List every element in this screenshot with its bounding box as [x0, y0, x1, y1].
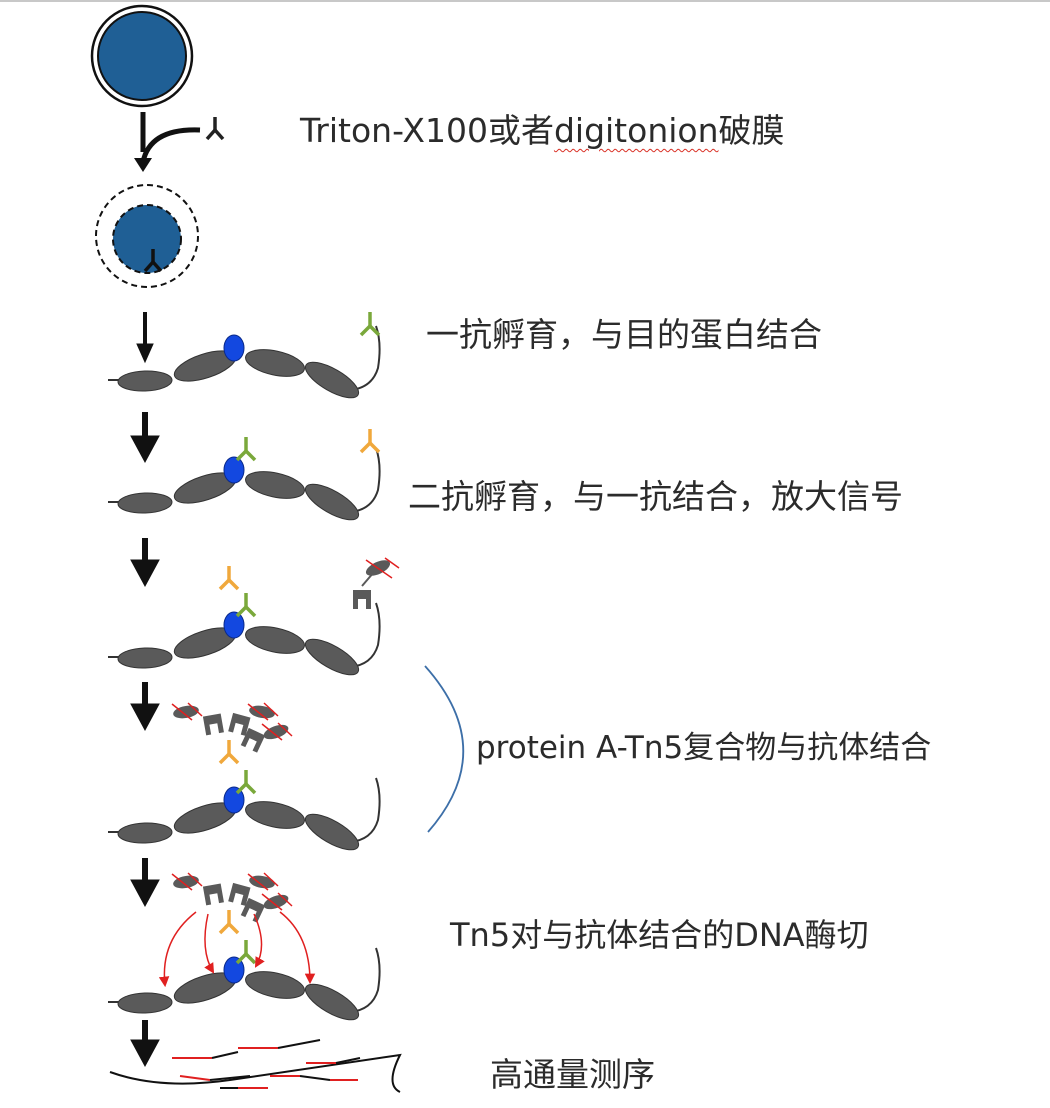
primary-antibody: [235, 938, 257, 965]
protein-a: [247, 702, 279, 721]
intact-cell: [90, 4, 194, 108]
permeabilized-cell: [95, 184, 199, 288]
nucleosome: [245, 626, 305, 654]
nucleosome: [304, 361, 360, 399]
bound-ptn5-complex: [171, 702, 293, 795]
bracket: [424, 665, 465, 833]
secondary-antibody: [218, 738, 240, 765]
protein-a: [247, 872, 279, 891]
target-protein: [223, 786, 245, 814]
free-ptn5-complex: [353, 557, 400, 609]
sequencing-fragments: [109, 1039, 402, 1093]
chromatin-fiber: [108, 602, 381, 676]
dashed-nucleus: [112, 204, 182, 274]
free-primary-antibody: [359, 310, 381, 337]
cleavage-arrows: [158, 911, 316, 988]
step-sequencing-label: 高通量测序: [490, 1055, 655, 1094]
protein-a: [171, 702, 203, 721]
antibody-icon: [205, 115, 225, 141]
step-secondary-antibody-label: 二抗孵育，与一抗结合，放大信号: [408, 477, 903, 516]
target-protein: [223, 334, 245, 362]
cell-nucleus: [97, 11, 187, 101]
chromatin-fiber: [108, 947, 381, 1021]
protein-a: [261, 892, 293, 911]
primary-antibody: [235, 768, 257, 795]
target-protein: [223, 956, 245, 984]
bound-primary-antibody: [235, 435, 257, 462]
tn5-protein: [202, 883, 224, 906]
nucleosome: [117, 822, 173, 844]
nucleosome: [245, 471, 305, 499]
nucleosome: [304, 483, 360, 521]
nucleosome: [245, 801, 305, 829]
target-protein: [223, 456, 245, 484]
nucleosome: [117, 492, 173, 514]
target-protein: [223, 611, 245, 639]
nucleosome: [304, 983, 360, 1021]
permeabilize-prefix: Triton-X100或者: [300, 111, 554, 150]
nucleosome: [304, 638, 360, 676]
down-arrows: [130, 312, 160, 1068]
bound-ptn5-complex-cleaving: [171, 872, 293, 965]
permeabilize-suffix: 破膜: [718, 111, 785, 150]
nucleosome: [245, 971, 305, 999]
nucleosome: [117, 992, 173, 1014]
free-secondary-antibody: [359, 427, 381, 454]
protein-a: [171, 872, 203, 891]
step-primary-antibody-label: 一抗孵育，与目的蛋白结合: [426, 315, 822, 354]
tn5-protein: [202, 713, 224, 736]
nucleosome: [304, 813, 360, 851]
chromatin-fiber: [108, 777, 381, 851]
nucleosome: [117, 370, 173, 392]
permeabilize-underlined: digitonion: [553, 111, 719, 150]
protein-a: [261, 722, 293, 741]
chromatin-fiber: [108, 447, 381, 521]
bound-primary-antibody-2: [235, 591, 257, 618]
chromatin-fiber: [108, 325, 381, 399]
top-border: [0, 0, 1050, 2]
bound-secondary-antibody: [218, 564, 240, 591]
secondary-antibody: [218, 908, 240, 935]
nucleosome: [245, 349, 305, 377]
nucleosome: [117, 647, 173, 669]
step-ptn5-binding-label: protein A-Tn5复合物与抗体结合: [476, 730, 932, 766]
chromatin-rows: [108, 325, 381, 1021]
step-tn5-cleavage-label: Tn5对与抗体结合的DNA酶切: [450, 916, 869, 954]
step-permeabilize-label: Triton-X100或者digitonion破膜: [300, 114, 785, 147]
permeabilize-arrow: [134, 112, 201, 172]
